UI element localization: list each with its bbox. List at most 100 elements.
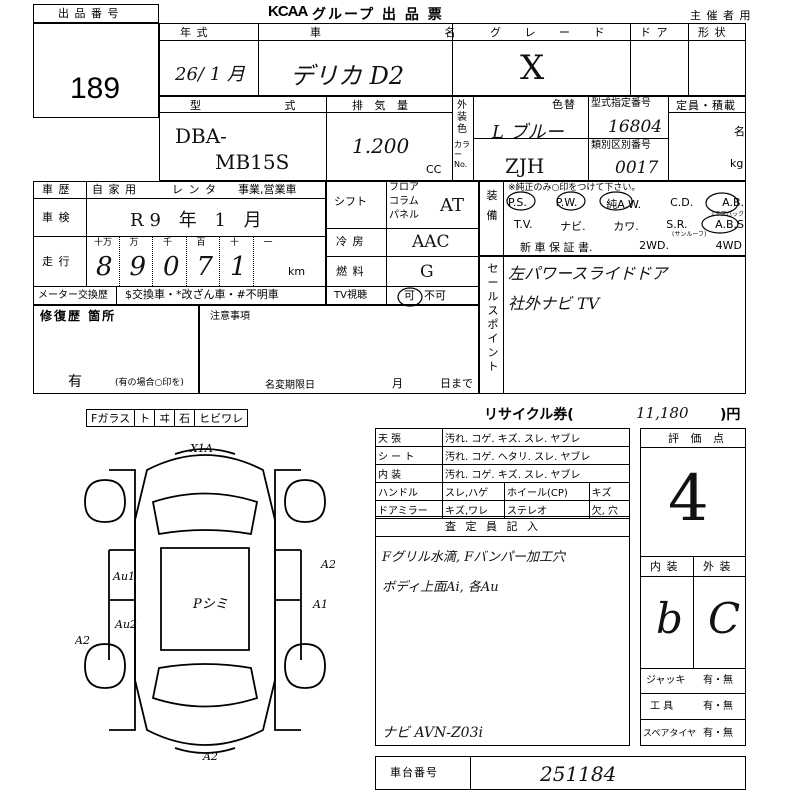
meter-options: $交換車・*改ざん車・#不明車 [125, 288, 279, 301]
equip-cd: C.D. [670, 196, 694, 209]
fuel-value: G [420, 262, 434, 282]
sales-point-line-2: 社外ナビ TV [508, 294, 600, 313]
equip-note-airbag: (エアバック) [712, 211, 747, 218]
equipment-row-2: T.V. ナビ. カワ. S.R. A.B.S [514, 218, 744, 234]
type-cert-value: 16804 [608, 117, 663, 137]
left-info-box [33, 181, 326, 305]
grid-wheel-label: ホイール(CP) [503, 482, 590, 501]
equipment-row-1: P.S. P.W. 純A.W. C.D. A.B. [508, 196, 744, 212]
class-no-value: 0017 [615, 158, 659, 178]
grid-stereo-value: 欠, 穴 [588, 500, 631, 519]
equipment-box [479, 181, 746, 256]
equipment-row-3: 新 車 保 証 書. 2WD. 4WD [520, 239, 742, 255]
cc-unit: CC [426, 163, 442, 176]
equip-warranty: 新 車 保 証 書. [520, 241, 593, 254]
ac-value: AAC [412, 232, 450, 252]
shape-label: 形 状 [698, 26, 727, 39]
glass-f-label: Fガラス [86, 409, 136, 427]
interior-grid: 天 張汚れ. コゲ. キズ. スレ. ヤブレ シ ー ト汚れ. コゲ. ヘタリ.… [375, 428, 631, 519]
shift-label: シフト [334, 195, 367, 208]
mark-left-a2: A2 [75, 634, 90, 647]
exterior-color-label: 外装色 [457, 100, 467, 135]
equipment-label: 装備 [486, 189, 498, 222]
grid-mirror-value: キズ,ワレ [442, 500, 505, 519]
spare-tire-value: 有・無 [703, 728, 733, 739]
car-diagram: X1A Au1 Au2 Pシミ A1 A2 A2 A2 [75, 442, 335, 763]
inspection-value: R9 年 1 月 [130, 210, 268, 231]
sales-point-box [479, 256, 746, 394]
mileage-label: 走 行 [42, 255, 71, 268]
equip-tv: T.V. [514, 218, 533, 231]
tools-label: 工 具 [650, 701, 674, 712]
inspector-label: 査 定 員 記 入 [445, 520, 541, 533]
organizer-label: 主 催 者 用 [690, 9, 752, 22]
year-value: 26/ 1 月 [175, 64, 245, 85]
class-no-label: 類別区別番号 [591, 140, 651, 151]
recycle-label: リサイクル券( [484, 407, 574, 423]
equip-kawa: カワ. [613, 220, 639, 233]
repair-note: (有の場合○印を) [115, 378, 184, 388]
equip-2wd: 2WD. [639, 239, 669, 252]
type-value-model: MB15S [215, 150, 290, 174]
history-option-rental: レ ン タ [172, 183, 217, 196]
recycle-value: 11,180 [636, 404, 689, 422]
inspector-line-3: ナビ AVN-Z03i [382, 725, 483, 741]
model-label: 車 名 [310, 26, 516, 39]
chassis-label: 車台番号 [390, 766, 438, 779]
grid-interior-label: 内 装 [375, 464, 443, 483]
equip-ps: P.S. [508, 196, 527, 209]
grid-wheel-value: キズ [588, 482, 631, 501]
sales-point-line-1: 左パワースライドドア [508, 264, 668, 283]
equip-pw: P.W. [555, 196, 578, 209]
mileage-digit-2: 9 [129, 252, 147, 282]
equip-aw: 純A.W. [606, 198, 642, 211]
grid-seat-items: 汚れ. コゲ. ヘタリ. スレ. ヤブレ [442, 446, 630, 465]
grid-seat-label: シ ー ト [375, 446, 443, 465]
equip-abs: A.B.S [715, 218, 744, 231]
jack-value: 有・無 [703, 675, 733, 686]
type-value-prefix: DBA- [175, 124, 227, 148]
ac-label: 冷 房 [336, 235, 365, 248]
mileage-unit-100: 百 [196, 238, 206, 248]
shift-option-column: コラム [389, 196, 419, 207]
history-option-private: 自 家 用 [92, 183, 137, 196]
glass-opt-to: ト [135, 409, 156, 427]
mileage-unit-1k: 千 [163, 238, 173, 248]
type-label: 型 式 [190, 99, 336, 112]
lot-number-value: 189 [70, 72, 121, 105]
mileage-digit-5: 1 [230, 252, 247, 282]
mileage-km-unit: km [288, 265, 306, 278]
deadline-day: 日まで [440, 377, 473, 390]
repair-box [33, 305, 199, 394]
chassis-box [375, 756, 746, 790]
equip-sr: S.R. [666, 218, 688, 231]
mark-left-au1: Au1 [112, 570, 135, 583]
displacement-label: 排 気 量 [352, 99, 412, 112]
color-value: L ブルー [492, 122, 564, 143]
grid-interior-items: 汚れ. コゲ. キズ. スレ. ヤブレ [442, 464, 630, 483]
spare-tire-label: スペアタイヤ [643, 729, 697, 739]
fuel-label: 燃 料 [336, 265, 365, 278]
exterior-score-value: C [708, 594, 741, 643]
rating-label: 評 価 点 [668, 432, 728, 445]
glass-row: Fガラス ト ヰ 石 ヒビワレ [86, 409, 249, 427]
jack-label: ジャッキ [646, 675, 686, 686]
interior-score-value: b [656, 594, 683, 643]
glass-opt-crack: ヒビワレ [195, 409, 249, 427]
grid-handle-label: ハンドル [375, 482, 443, 501]
year-label: 年 式 [180, 26, 209, 39]
color-no-value: ZJH [505, 154, 545, 178]
capacity-unit-persons: 名 [734, 125, 746, 138]
history-label: 車 歴 [42, 183, 71, 196]
mark-bottom-a2: A2 [202, 750, 218, 763]
history-option-business: 事業,営業車 [238, 183, 297, 196]
meter-label: メーター交換歴 [38, 290, 108, 301]
deadline-label: 名変期限日 [265, 380, 315, 391]
inspector-box [375, 516, 630, 746]
capacity-label: 定員・積載 [676, 99, 736, 112]
form-title: グループ 出 品 票 [312, 7, 444, 23]
grid-ceiling-items: 汚れ. コゲ. キズ. スレ. ヤブレ [442, 428, 630, 447]
type-cert-label: 型式指定番号 [591, 98, 651, 109]
equip-4wd: 4WD [715, 239, 742, 252]
inspection-label: 車 検 [42, 211, 71, 224]
